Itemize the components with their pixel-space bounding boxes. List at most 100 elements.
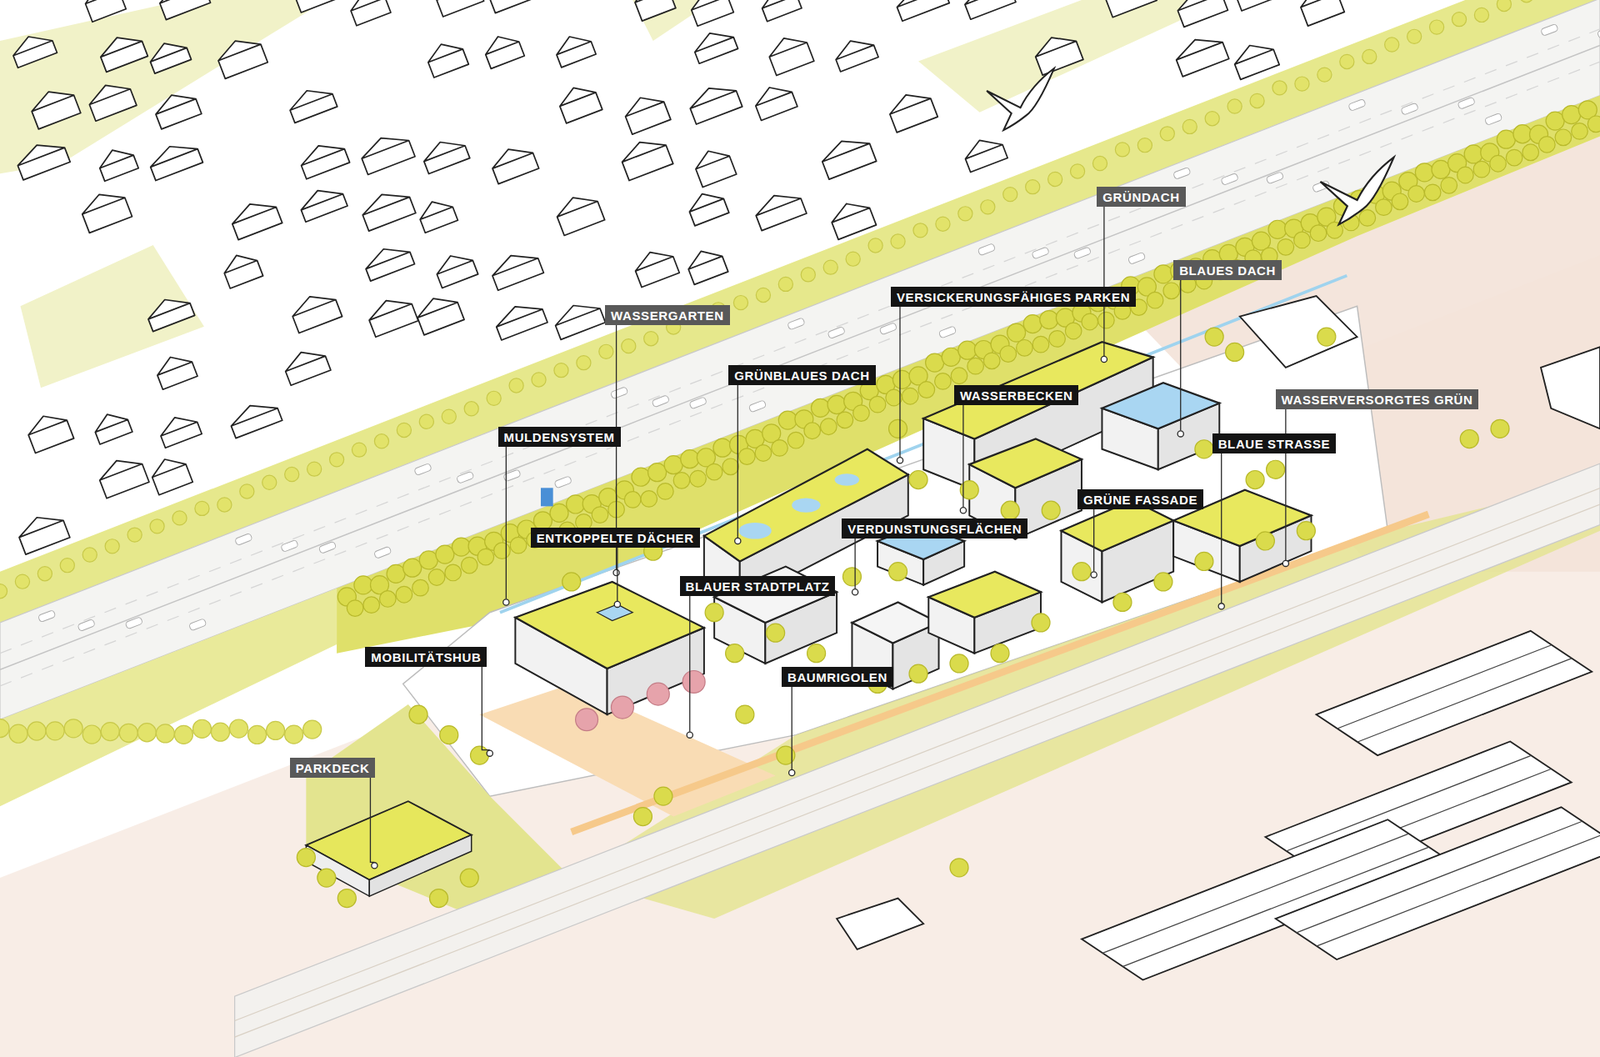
- tree: [1277, 239, 1295, 256]
- tree: [1195, 551, 1214, 570]
- car: [456, 470, 475, 484]
- house-outline: [220, 249, 264, 289]
- tree: [1294, 231, 1311, 249]
- house-outline: [90, 408, 133, 445]
- tree: [303, 720, 322, 739]
- building-roof: [851, 601, 939, 643]
- tree: [1587, 115, 1600, 133]
- callout-text: BAUMRIGOLEN: [787, 670, 888, 685]
- house-outline: [288, 288, 343, 334]
- tree: [1032, 335, 1050, 353]
- bird: [986, 68, 1055, 130]
- house-outline: [214, 32, 269, 79]
- car: [189, 618, 207, 631]
- leader-line: [1093, 507, 1095, 572]
- house-outline: [1173, 0, 1228, 27]
- shed-outline: [1316, 630, 1593, 755]
- house-outline: [95, 143, 139, 181]
- tree: [1317, 327, 1336, 346]
- leader-line: [1103, 205, 1105, 356]
- shed-ridge: [1336, 645, 1551, 729]
- house-outline: [818, 131, 877, 180]
- tree: [983, 352, 1000, 370]
- tree: [435, 545, 455, 564]
- house-outline: [432, 0, 485, 17]
- leader-line: [962, 403, 964, 508]
- house-outline: [96, 30, 149, 73]
- tree: [913, 223, 928, 238]
- house-outline: [757, 0, 802, 22]
- tree: [610, 695, 634, 719]
- tree: [705, 463, 723, 480]
- tree: [733, 295, 748, 310]
- car: [414, 463, 432, 476]
- house-outline: [488, 141, 540, 185]
- tree: [119, 723, 138, 742]
- tree: [1245, 470, 1265, 489]
- house-outline: [684, 245, 729, 285]
- tree: [531, 372, 546, 387]
- house-outline: [617, 133, 673, 180]
- tree: [1375, 199, 1393, 216]
- callout-text: MOBILITÄTSHUB: [370, 650, 481, 665]
- leader-dot: [1090, 571, 1097, 578]
- swale-channel: [500, 275, 1347, 613]
- callout-label: GRÜNDACH: [1096, 186, 1185, 207]
- callout-text: VERSICKERUNGSFÄHIGES PARKEN: [896, 290, 1130, 305]
- tree: [1522, 144, 1540, 161]
- callout-text: GRÜNDACH: [1102, 190, 1180, 205]
- callout-text: PARKDECK: [295, 760, 370, 775]
- house-outline: [15, 509, 70, 555]
- leader-line: [505, 445, 507, 600]
- leader-line: [1180, 278, 1181, 430]
- car: [651, 395, 670, 408]
- tree: [460, 556, 478, 574]
- tree: [1115, 142, 1130, 157]
- callout-label: PARKDECK: [290, 757, 376, 778]
- house-outline: [415, 195, 459, 234]
- leader-line: [737, 383, 739, 538]
- tree: [868, 238, 883, 253]
- house-outline: [24, 408, 75, 453]
- tree: [346, 600, 364, 617]
- house-outline: [420, 134, 470, 174]
- leader-dot: [852, 589, 859, 595]
- leader-line: [481, 665, 490, 750]
- tree: [409, 705, 428, 724]
- tree: [285, 725, 304, 744]
- tree: [428, 569, 445, 586]
- house-outline: [156, 410, 202, 449]
- tree: [958, 340, 977, 360]
- tree: [1451, 12, 1466, 27]
- tree: [1490, 419, 1510, 438]
- tree: [1362, 49, 1377, 64]
- house-outline: [424, 37, 470, 78]
- tree: [1415, 163, 1434, 182]
- tree: [918, 381, 935, 399]
- house-outline: [145, 36, 191, 74]
- parkdeck-side: [305, 845, 370, 896]
- tree: [27, 721, 46, 740]
- tree: [210, 722, 230, 741]
- tree: [673, 472, 690, 490]
- tree: [0, 719, 10, 738]
- car: [1265, 171, 1284, 185]
- leader-dot: [486, 750, 493, 756]
- car: [1220, 172, 1239, 185]
- tree: [1295, 76, 1310, 91]
- tree: [1474, 7, 1489, 22]
- car: [827, 325, 845, 339]
- leader-dot: [613, 569, 620, 575]
- house-outline: [358, 185, 416, 231]
- tree: [1031, 613, 1050, 632]
- tree: [1137, 138, 1152, 153]
- tree: [1016, 340, 1034, 357]
- house-outline: [147, 452, 193, 495]
- tree: [599, 344, 614, 359]
- tree: [296, 848, 315, 867]
- tree: [820, 418, 837, 435]
- house-outline: [357, 129, 415, 175]
- callout-label: WASSERGARTEN: [605, 305, 730, 325]
- tree: [633, 807, 652, 826]
